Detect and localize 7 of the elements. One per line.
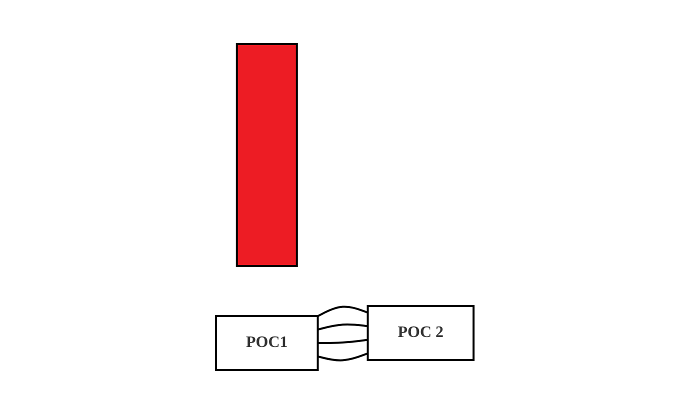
node-box: POC1 (215, 314, 319, 370)
connector (318, 338, 368, 344)
connector (318, 305, 368, 317)
connector (318, 322, 368, 330)
node-bar (236, 42, 298, 266)
node-box: POC 2 (367, 304, 475, 360)
connector (318, 352, 368, 361)
